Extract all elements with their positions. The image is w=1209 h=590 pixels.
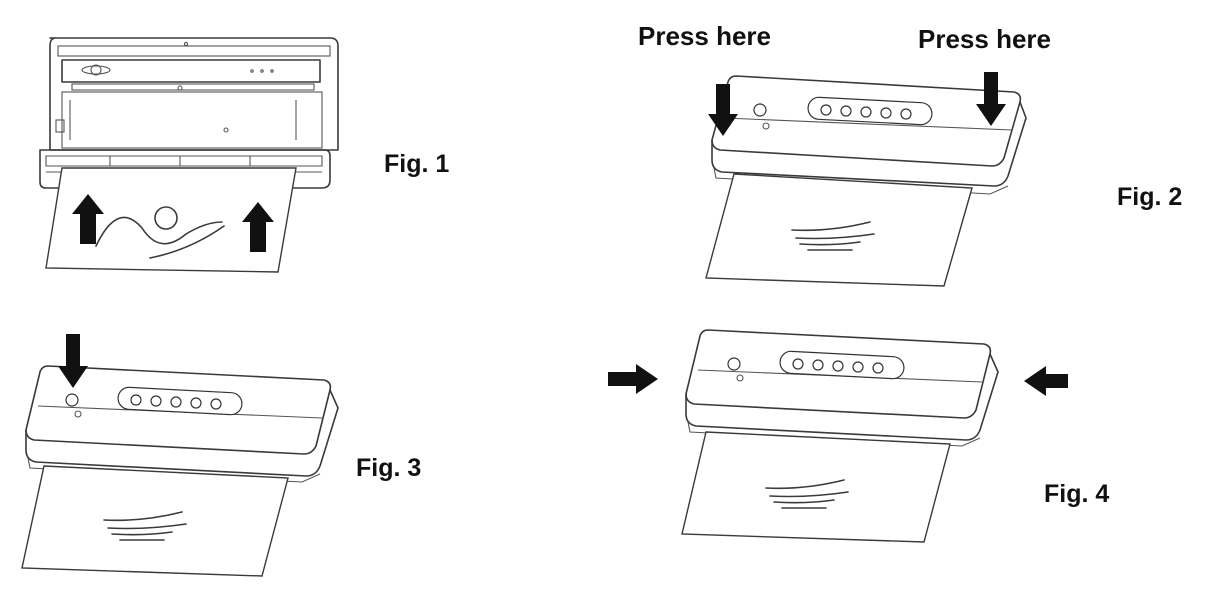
fig4-label: Fig. 4 [1044,480,1109,508]
fig2-bag [705,173,973,287]
fig4-bag [681,431,951,543]
fig2-press-here-left: Press here [638,21,771,51]
right-arrow-icon [608,364,658,394]
fig3-bag [21,465,289,577]
fig4-sealer-body [685,329,999,447]
fig3-illustration [21,334,339,577]
fig2-label: Fig. 2 [1117,183,1182,211]
fig2-press-here-right: Press here [918,24,1051,54]
down-arrow-icon [976,72,1006,126]
fig1-illustration [39,37,339,273]
fig4-illustration [608,329,1068,543]
fig1-open-lid [49,37,339,151]
fig3-label: Fig. 3 [356,454,421,482]
fig3-sealer-body [25,365,339,483]
fig2-illustration [705,72,1027,287]
down-arrow-icon [58,334,88,388]
fig1-label: Fig. 1 [384,150,449,178]
left-arrow-icon [1024,366,1068,396]
fig1-bag [45,167,297,273]
fig2-sealer-body [711,75,1027,195]
down-arrow-icon [708,84,738,136]
up-arrow-icon [242,202,274,252]
up-arrow-icon [72,194,104,244]
